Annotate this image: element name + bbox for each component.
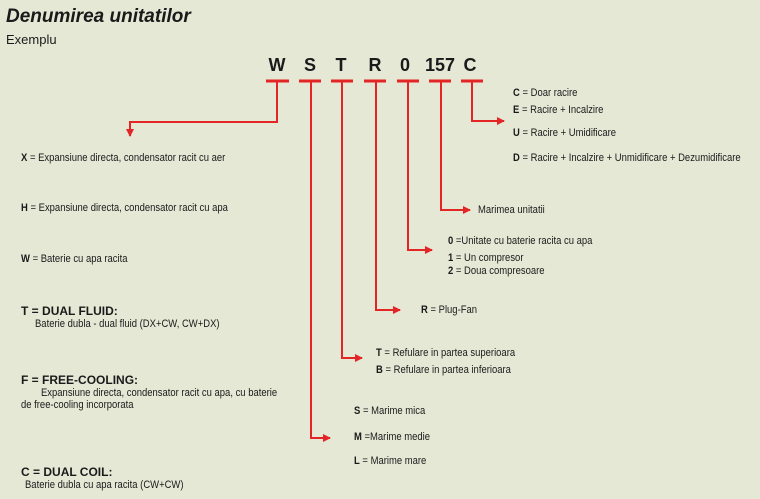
code-letter-fan: R	[368, 55, 382, 75]
fan-item-r: R = Plug-Fan	[421, 304, 478, 316]
arrow-function	[471, 81, 505, 125]
arrow-fan	[375, 81, 401, 314]
type-item-t: T = DUAL FLUID: Baterie dubla - dual flu…	[21, 304, 220, 330]
code-letter-function: C	[463, 55, 477, 75]
compressor-item-1: 1 = Un compresor	[448, 252, 524, 264]
arrow-compressor	[407, 81, 433, 254]
unit-size-label: Marimea unitatii	[478, 204, 545, 216]
function-item-d: D = Racire + Incalzire + Unmidificare + …	[513, 152, 741, 164]
compressor-item-2: 2 = Doua compresoare	[448, 265, 545, 277]
arrow-size	[310, 81, 331, 442]
type-item-w: W = Baterie cu apa racita	[21, 253, 128, 265]
size-item-s: S = Marime mica	[354, 405, 426, 417]
code-letter-compressor: 0	[399, 55, 411, 75]
discharge-item-t: T = Refulare in partea superioara	[376, 347, 516, 359]
type-item-f: F = FREE-COOLING: Expansiune directa, co…	[21, 373, 278, 411]
code-letter-type: W	[268, 55, 286, 75]
discharge-item-b: B = Refulare in partea inferioara	[376, 364, 511, 376]
code-letter-size: S	[303, 55, 317, 75]
function-item-u: U = Racire + Umidificare	[513, 127, 617, 139]
size-item-m: M =Marime medie	[354, 431, 430, 443]
type-item-h: H = Expansiune directa, condensator raci…	[21, 202, 228, 214]
subtitle: Exemplu	[6, 32, 57, 47]
code-unit-size: 157	[424, 55, 456, 75]
type-item-c: C = DUAL COIL: Baterie dubla cu apa raci…	[21, 465, 184, 491]
function-item-e: E = Racire + Incalzire	[513, 104, 604, 116]
type-item-x: X = Expansiune directa, condensator raci…	[21, 152, 226, 164]
code-letter-discharge: T	[335, 55, 347, 75]
function-item-c: C = Doar racire	[513, 87, 578, 99]
compressor-item-0: 0 =Unitate cu baterie racita cu apa	[448, 235, 593, 247]
page-title: Denumirea unitatilor	[6, 6, 191, 27]
arrow-discharge	[341, 81, 363, 362]
arrow-unit-size	[440, 81, 471, 214]
size-item-l: L = Marime mare	[354, 455, 427, 467]
arrow-type	[126, 81, 278, 137]
